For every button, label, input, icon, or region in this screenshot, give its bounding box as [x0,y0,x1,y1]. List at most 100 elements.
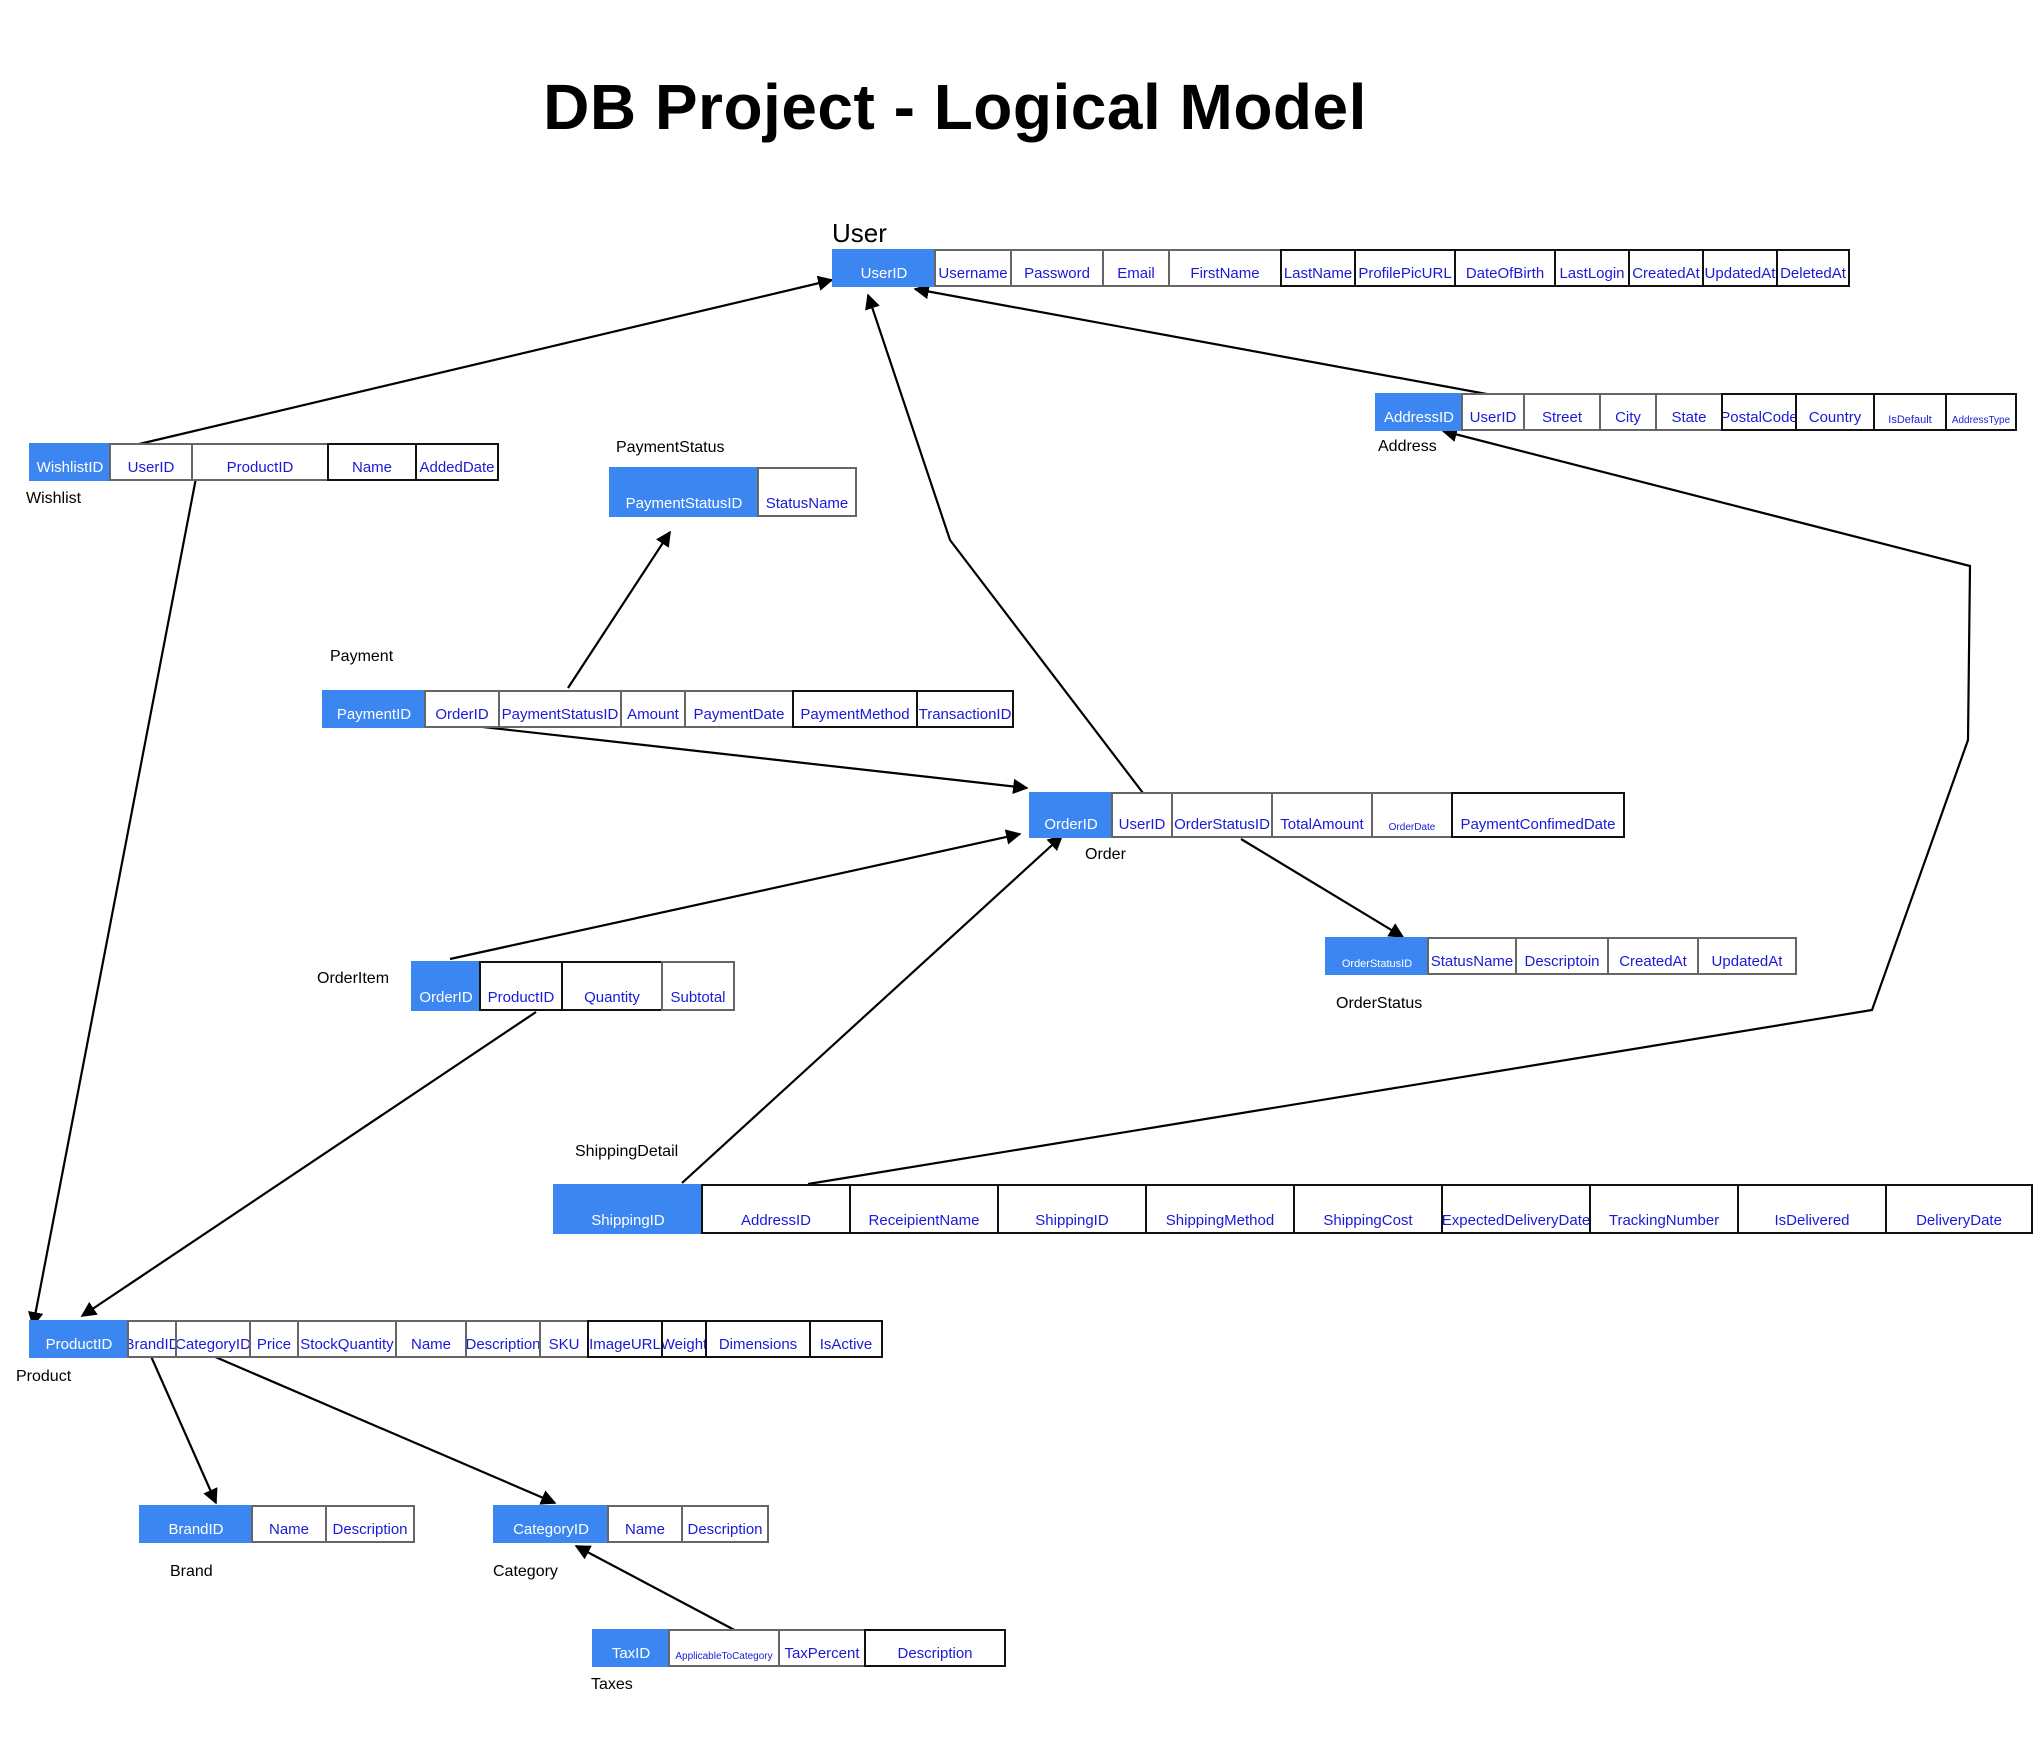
taxes-col-tax-percent: TaxPercent [778,1629,866,1667]
relationship-shipping-detail-to-address [807,426,1972,1186]
shipping-detail-col-tracking-number: TrackingNumber [1589,1184,1739,1234]
brand-table-name: Brand [170,1563,213,1580]
order-item-pk-order-id: OrderID [411,961,481,1011]
order-col-order-date: OrderDate [1371,792,1453,838]
brand-col-name: Name [251,1505,327,1543]
product-col-is-active: IsActive [809,1320,883,1358]
order-status-col-created-at: CreatedAt [1607,937,1699,975]
payment-status-col-status-name: StatusName [757,467,857,517]
user-col-created-at: CreatedAt [1628,249,1704,287]
payment-status-pk-payment-status-id: PaymentStatusID [609,467,759,517]
shipping-detail-col-expected-delivery-date: ExpectedDeliveryDate [1441,1184,1591,1234]
address-col-country: Country [1795,393,1875,431]
relationship-wishlist-to-user [134,275,834,447]
order-table-name: Order [1085,846,1126,863]
user-col-last-name: LastName [1280,249,1356,287]
brand-pk-brand-id: BrandID [139,1505,253,1543]
taxes-col-description: Description [864,1629,1006,1667]
product-pk-product-id: ProductID [29,1320,129,1358]
diagram-title: DB Project - Logical Model [543,71,1367,143]
brand-col-description: Description [325,1505,415,1543]
relationship-product-to-brand [148,1353,218,1505]
address-col-is-default: IsDefault [1873,393,1947,431]
address-col-city: City [1599,393,1657,431]
payment-col-order-id: OrderID [424,690,500,728]
order-col-total-amount: TotalAmount [1271,792,1373,838]
address-col-street: Street [1523,393,1601,431]
category-col-description: Description [681,1505,769,1543]
user-col-password: Password [1010,249,1104,287]
user-col-last-login: LastLogin [1554,249,1630,287]
product-col-brand-id: BrandID [127,1320,177,1358]
category-pk-category-id: CategoryID [493,1505,609,1543]
address-col-postal-code: PostalCode [1721,393,1797,431]
product-col-image-url: ImageURL [587,1320,663,1358]
wishlist-col-product-id: ProductID [191,443,329,481]
product-col-weight: Weight [661,1320,707,1358]
address-table-name: Address [1378,438,1437,455]
order-col-payment-confimed-date: PaymentConfimedDate [1451,792,1625,838]
product-col-stock-quantity: StockQuantity [297,1320,397,1358]
order-status-col-updated-at: UpdatedAt [1697,937,1797,975]
order-item-table-name: OrderItem [317,970,390,987]
shipping-detail-col-shipping-id: ShippingID [997,1184,1147,1234]
order-col-order-status-id: OrderStatusID [1171,792,1273,838]
shipping-detail-col-shipping-method: ShippingMethod [1145,1184,1295,1234]
relationship-payment-to-payment-status [567,530,671,689]
order-status-pk-order-status-id: OrderStatusID [1325,937,1429,975]
shipping-detail-col-delivery-date: DeliveryDate [1885,1184,2033,1234]
product-col-description: Description [465,1320,541,1358]
relationship-order-to-order-status [1240,838,1405,938]
address-col-user-id: UserID [1461,393,1525,431]
product-table-name: Product [16,1368,72,1385]
user-table-name: User [832,218,887,248]
user-col-username: Username [934,249,1012,287]
wishlist-table-name: Wishlist [26,490,82,507]
product-col-category-id: CategoryID [175,1320,251,1358]
relationship-address-to-user [913,283,1504,399]
payment-table-name: Payment [330,648,394,665]
shipping-detail-pk-shipping-id: ShippingID [553,1184,703,1234]
order-item-col-quantity: Quantity [561,961,663,1011]
wishlist-col-name: Name [327,443,417,481]
payment-col-payment-status-id: PaymentStatusID [498,690,622,728]
wishlist-col-user-id: UserID [109,443,193,481]
order-item-col-product-id: ProductID [479,961,563,1011]
user-col-date-of-birth: DateOfBirth [1454,249,1556,287]
order-col-user-id: UserID [1111,792,1173,838]
user-col-profile-pic-url: ProfilePicURL [1354,249,1456,287]
user-pk-user-id: UserID [832,249,936,287]
shipping-detail-col-receipient-name: ReceipientName [849,1184,999,1234]
address-col-state: State [1655,393,1723,431]
shipping-detail-col-shipping-cost: ShippingCost [1293,1184,1443,1234]
payment-col-transaction-id: TransactionID [916,690,1014,728]
shipping-detail-col-address-id: AddressID [701,1184,851,1234]
wishlist-col-added-date: AddedDate [415,443,499,481]
order-status-table-name: OrderStatus [1336,995,1423,1012]
order-status-col-descriptoin: Descriptoin [1515,937,1609,975]
payment-col-payment-method: PaymentMethod [792,690,918,728]
product-col-price: Price [249,1320,299,1358]
user-col-deleted-at: DeletedAt [1776,249,1850,287]
product-col-sku: SKU [539,1320,589,1358]
relationship-payment-to-order [482,725,1029,795]
product-col-name: Name [395,1320,467,1358]
taxes-col-applicable-to-category: ApplicableToCategory [668,1629,780,1667]
order-item-col-subtotal: Subtotal [661,961,735,1011]
user-col-email: Email [1102,249,1170,287]
payment-status-table-name: PaymentStatus [616,439,725,456]
relationship-taxes-to-category [574,1545,743,1635]
